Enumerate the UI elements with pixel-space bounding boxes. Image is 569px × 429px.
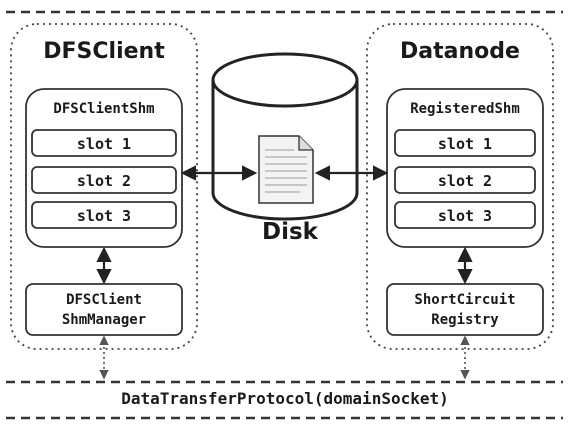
client-slot-1 bbox=[31, 129, 177, 157]
client-slot-3-label: slot 3 bbox=[77, 207, 131, 225]
shmmanager-label-line2: ShmManager bbox=[62, 312, 146, 328]
registeredshm-title: RegisteredShm bbox=[410, 101, 520, 117]
datanode-slot-1-label: slot 1 bbox=[438, 135, 492, 153]
registry-label-line1: ShortCircuit bbox=[414, 292, 515, 308]
datanode-container bbox=[366, 23, 554, 350]
dfsclient-container bbox=[10, 23, 198, 350]
client-slot-2-label: slot 2 bbox=[77, 172, 131, 190]
datanode-slot-3 bbox=[394, 201, 536, 229]
datanode-slot-3-label: slot 3 bbox=[438, 207, 492, 225]
client-slot-1-label: slot 1 bbox=[77, 135, 131, 153]
datanode-slot-1 bbox=[394, 129, 536, 157]
dfsclient-title: DFSClient bbox=[43, 39, 165, 64]
registry-label-line2: Registry bbox=[431, 312, 499, 328]
datanode-title: Datanode bbox=[400, 39, 520, 64]
dfsclientshm-title: DFSClientShm bbox=[53, 101, 154, 117]
disk-label: Disk bbox=[262, 219, 319, 245]
client-slot-3 bbox=[31, 201, 177, 229]
datanode-slot-2-label: slot 2 bbox=[438, 172, 492, 190]
shmmanager-label-line1: DFSClient bbox=[66, 292, 142, 308]
datanode-slot-2 bbox=[394, 166, 536, 194]
protocol-label: DataTransferProtocol(domainSocket) bbox=[121, 389, 449, 408]
file-document-icon bbox=[258, 135, 314, 204]
client-slot-2 bbox=[31, 166, 177, 194]
